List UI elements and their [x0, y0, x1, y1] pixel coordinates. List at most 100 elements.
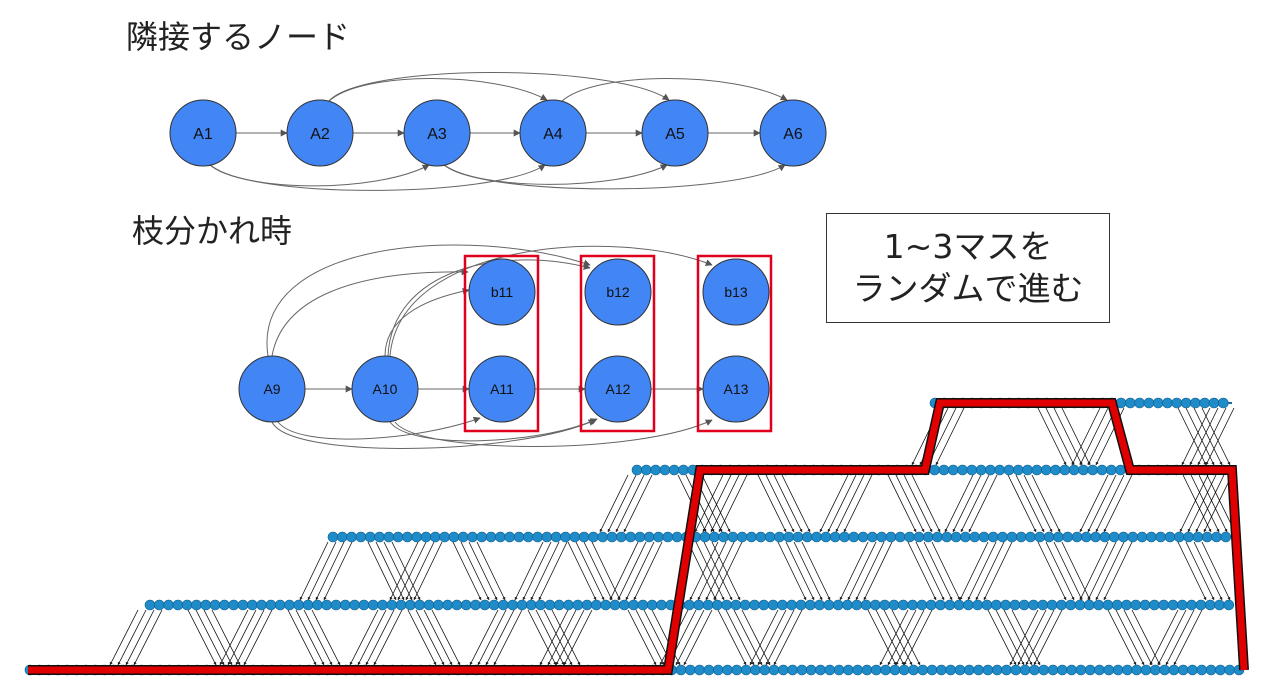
- grid-node: [749, 599, 760, 611]
- grid-node: [411, 531, 423, 543]
- grid-node: [470, 599, 481, 611]
- grid-edge: [1061, 407, 1091, 466]
- grid-edge: [530, 541, 560, 601]
- grid-node: [346, 531, 357, 543]
- grid-node: [1121, 599, 1132, 611]
- grid-edge: [959, 541, 989, 601]
- grid-node: [755, 531, 767, 543]
- grid-node: [944, 599, 956, 611]
- grid-node: [1162, 397, 1173, 409]
- grid-node: [894, 531, 906, 543]
- grid-node: [963, 599, 974, 611]
- grid-edge: [1187, 474, 1217, 533]
- grid-edge: [1177, 407, 1207, 466]
- grid-node: [1047, 664, 1059, 676]
- edge-a9-a12: [271, 419, 596, 449]
- grid-node: [659, 464, 671, 476]
- grid-node: [402, 531, 413, 543]
- grid-node: [1015, 531, 1027, 543]
- grid-node: [476, 531, 488, 543]
- grid-edge: [538, 541, 568, 601]
- grid-edge: [960, 474, 990, 533]
- grid-node: [982, 664, 994, 676]
- edge-A3-A5: [442, 163, 668, 185]
- grid-edge: [855, 541, 885, 601]
- grid-node: [1018, 599, 1030, 611]
- grid-node: [349, 599, 360, 611]
- grid-edge: [968, 474, 998, 533]
- grid-node: [860, 599, 872, 611]
- grid-node: [181, 599, 193, 611]
- grid-edge: [460, 541, 490, 601]
- grid-edge: [311, 609, 341, 666]
- node-label-a12: A12: [606, 381, 631, 397]
- grid-edge: [967, 541, 997, 601]
- grid-edge: [476, 541, 506, 601]
- grid-edge: [219, 609, 249, 666]
- grid-node: [699, 531, 711, 543]
- grid-node: [671, 531, 683, 543]
- grid-edge: [303, 609, 333, 666]
- grid-edge: [1071, 407, 1101, 466]
- grid-node: [625, 531, 636, 543]
- grid-node: [973, 664, 984, 676]
- grid-node: [1090, 531, 1101, 543]
- grid-edge: [1017, 609, 1047, 666]
- grid-edge: [835, 474, 865, 533]
- grid-edge: [995, 609, 1025, 666]
- grid-node: [653, 531, 664, 543]
- grid-node: [516, 599, 528, 611]
- grid-node: [916, 599, 928, 611]
- grid-edge: [1189, 407, 1219, 466]
- grid-edge: [895, 609, 925, 666]
- node-a13: [702, 355, 770, 423]
- grid-edge: [1195, 474, 1225, 533]
- grid-edge: [535, 609, 565, 666]
- grid-node: [312, 599, 323, 611]
- edge-A1-A4: [208, 163, 546, 191]
- grid-edge: [718, 474, 748, 533]
- grid-node: [367, 599, 379, 611]
- grid-edge: [987, 609, 1017, 666]
- grid-node: [1034, 531, 1046, 543]
- grid-node: [981, 599, 993, 611]
- grid-node: [721, 599, 732, 611]
- grid-edge: [373, 609, 403, 666]
- grid-node: [987, 531, 999, 543]
- grid-node: [929, 464, 940, 476]
- grid-edge: [695, 541, 725, 601]
- grid-node: [1220, 531, 1232, 543]
- grid-edge: [563, 609, 593, 666]
- grid-node: [969, 531, 981, 543]
- grid-node: [888, 599, 900, 611]
- grid-edge: [793, 541, 823, 601]
- grid-edge: [583, 541, 613, 601]
- grid-node: [913, 531, 925, 543]
- grid-edge: [867, 609, 897, 666]
- grid-node: [941, 531, 953, 543]
- grid-node: [1078, 464, 1089, 476]
- grid-node: [795, 599, 807, 611]
- grid-node: [1040, 464, 1052, 476]
- grid-edge: [1131, 609, 1161, 666]
- grid-edge: [389, 541, 419, 601]
- grid-node: [740, 664, 752, 676]
- grid-node: [485, 531, 497, 543]
- grid-node: [1106, 464, 1117, 476]
- edge-A2-A5: [327, 72, 670, 103]
- grid-edge: [133, 609, 163, 666]
- grid-edge: [423, 609, 453, 666]
- grid-node: [507, 599, 519, 611]
- grid-node: [675, 664, 687, 676]
- grid-edge: [211, 609, 241, 666]
- grid-node: [833, 664, 845, 676]
- grid-edge: [365, 609, 395, 666]
- rule-note-box: 1~3マスを ランダムで進む: [826, 213, 1110, 323]
- grid-edge: [307, 541, 337, 601]
- grid-edge: [757, 609, 787, 666]
- grid-edge: [1123, 609, 1153, 666]
- grid-node: [640, 464, 652, 476]
- grid-node: [237, 599, 249, 611]
- grid-node: [1152, 397, 1164, 409]
